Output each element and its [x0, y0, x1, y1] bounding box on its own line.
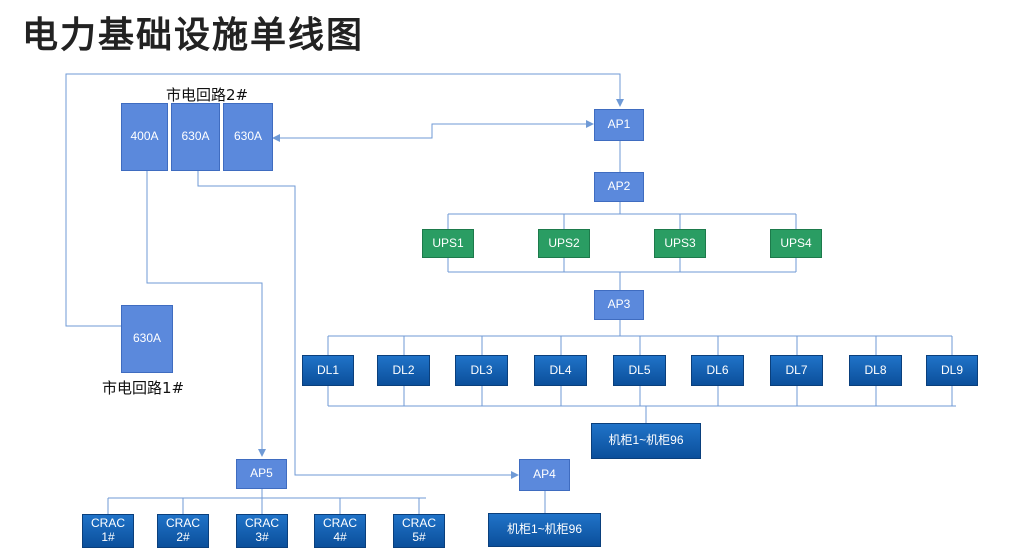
dl7-node: DL7 [770, 355, 823, 386]
mains2-label: 市电回路2# [166, 86, 249, 104]
ap3-node: AP3 [594, 290, 644, 320]
line-dl-cabinet [327, 386, 956, 423]
ap2-node: AP2 [594, 172, 644, 202]
ups3-node: UPS3 [654, 229, 706, 258]
crac2-node: CRAC 2# [157, 514, 209, 548]
breaker-630a-1: 630A [171, 103, 220, 171]
dl9-node: DL9 [926, 355, 978, 386]
dl4-node: DL4 [534, 355, 587, 386]
dl8-node: DL8 [849, 355, 902, 386]
line-ap3-dl [327, 320, 953, 355]
ups4-node: UPS4 [770, 229, 822, 258]
dl2-node: DL2 [377, 355, 430, 386]
breaker-400a: 400A [121, 103, 168, 171]
breaker-630a-2: 630A [223, 103, 273, 171]
ups2-node: UPS2 [538, 229, 590, 258]
ap5-node: AP5 [236, 459, 287, 489]
ap1-node: AP1 [594, 109, 644, 141]
line-mains1-ap1 [65, 73, 624, 327]
dl5-node: DL5 [613, 355, 666, 386]
crac3-node: CRAC 3# [236, 514, 288, 548]
line-400a-ap5 [146, 171, 266, 457]
dl3-node: DL3 [455, 355, 508, 386]
diagram-title: 电力基础设施单线图 [22, 15, 365, 56]
line-630a-ap4 [197, 171, 519, 479]
crac4-node: CRAC 4# [314, 514, 366, 548]
ap4-node: AP4 [519, 459, 570, 491]
line-ap5-crac [107, 489, 426, 514]
dl6-node: DL6 [691, 355, 744, 386]
cabinet-group-ap4: 机柜1~机柜96 [488, 513, 601, 547]
line-ups-ap3 [447, 258, 797, 290]
mains1-label: 市电回路1# [102, 379, 185, 397]
cabinet-group-dl: 机柜1~机柜96 [591, 423, 701, 459]
ups1-node: UPS1 [422, 229, 474, 258]
mains1-breaker: 630A [121, 305, 173, 373]
crac1-node: CRAC 1# [82, 514, 134, 548]
line-ap2-ups [447, 202, 797, 229]
dl1-node: DL1 [302, 355, 354, 386]
line-mains2-ap1 [272, 120, 594, 142]
crac5-node: CRAC 5# [393, 514, 445, 548]
